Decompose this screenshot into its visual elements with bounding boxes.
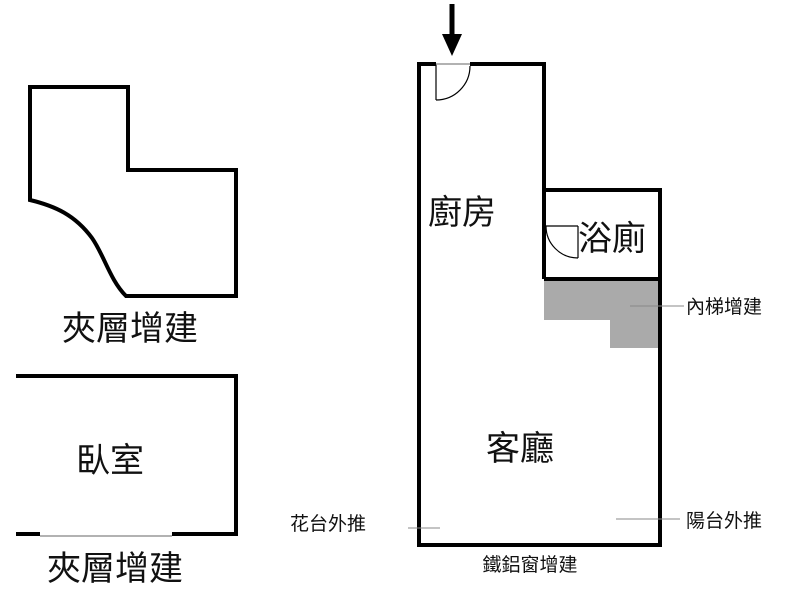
mezzanine-top-outline <box>28 85 238 298</box>
door-swing-icon <box>435 63 471 101</box>
main-unit-walls <box>417 62 662 547</box>
bedroom-outline <box>16 374 238 536</box>
living-room-label: 客廳 <box>486 429 554 469</box>
internal-stair-area <box>544 281 658 348</box>
bedroom-label: 臥室 <box>76 441 144 481</box>
internal-stair-label: 內梯增建 <box>686 296 762 318</box>
window-addition-label: 鐵鋁窗增建 <box>482 554 577 576</box>
mezzanine-top-label: 夾層增建 <box>62 309 198 349</box>
balcony-push-label: 陽台外推 <box>686 510 762 532</box>
bathroom-door-icon <box>545 225 579 259</box>
kitchen-label: 廚房 <box>428 193 496 233</box>
planter-push-label: 花台外推 <box>290 513 366 535</box>
mezzanine-bottom-label: 夾層增建 <box>47 549 183 589</box>
bathroom-label: 浴廁 <box>578 219 646 259</box>
entrance-arrow-icon <box>442 4 462 56</box>
